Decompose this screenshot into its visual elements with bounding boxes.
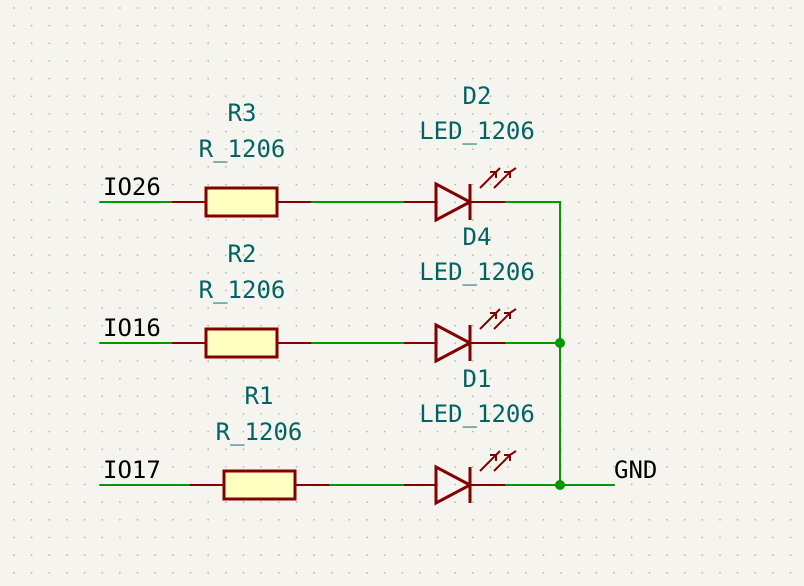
grid-dots — [13, 7, 792, 574]
row-io26: IO26 R3 R_1206 D2 LED_1206 — [99, 82, 561, 223]
d4-led-symbol[interactable] — [434, 308, 517, 364]
d2-led-symbol[interactable] — [434, 167, 517, 223]
r2-resistor-symbol[interactable] — [204, 327, 279, 359]
ref-r1[interactable]: R1 — [245, 382, 274, 410]
value-r3[interactable]: R_1206 — [199, 135, 286, 163]
value-r1[interactable]: R_1206 — [216, 418, 303, 446]
ref-r3[interactable]: R3 — [228, 99, 257, 127]
net-label-io26[interactable]: IO26 — [103, 173, 161, 201]
ref-d4[interactable]: D4 — [463, 223, 492, 251]
ref-d1[interactable]: D1 — [463, 365, 492, 393]
net-label-io16[interactable]: IO16 — [103, 314, 161, 342]
value-d4[interactable]: LED_1206 — [419, 258, 535, 286]
value-d2[interactable]: LED_1206 — [419, 117, 535, 145]
r3-resistor-symbol[interactable] — [204, 186, 279, 218]
row-io16: IO16 R2 R_1206 D4 LED_1206 — [99, 223, 561, 364]
gnd-bus: GND — [555, 201, 657, 490]
ref-d2[interactable]: D2 — [463, 82, 492, 110]
net-label-gnd[interactable]: GND — [614, 456, 657, 484]
d1-led-symbol[interactable] — [434, 450, 517, 506]
junction-dot-mid — [555, 338, 565, 348]
r1-resistor-symbol[interactable] — [222, 469, 297, 501]
row-io17: IO17 R1 R_1206 D1 LED_1206 — [99, 365, 615, 506]
junction-dot-bottom — [555, 480, 565, 490]
value-d1[interactable]: LED_1206 — [419, 400, 535, 428]
value-r2[interactable]: R_1206 — [199, 276, 286, 304]
net-label-io17[interactable]: IO17 — [103, 456, 161, 484]
ref-r2[interactable]: R2 — [228, 240, 257, 268]
